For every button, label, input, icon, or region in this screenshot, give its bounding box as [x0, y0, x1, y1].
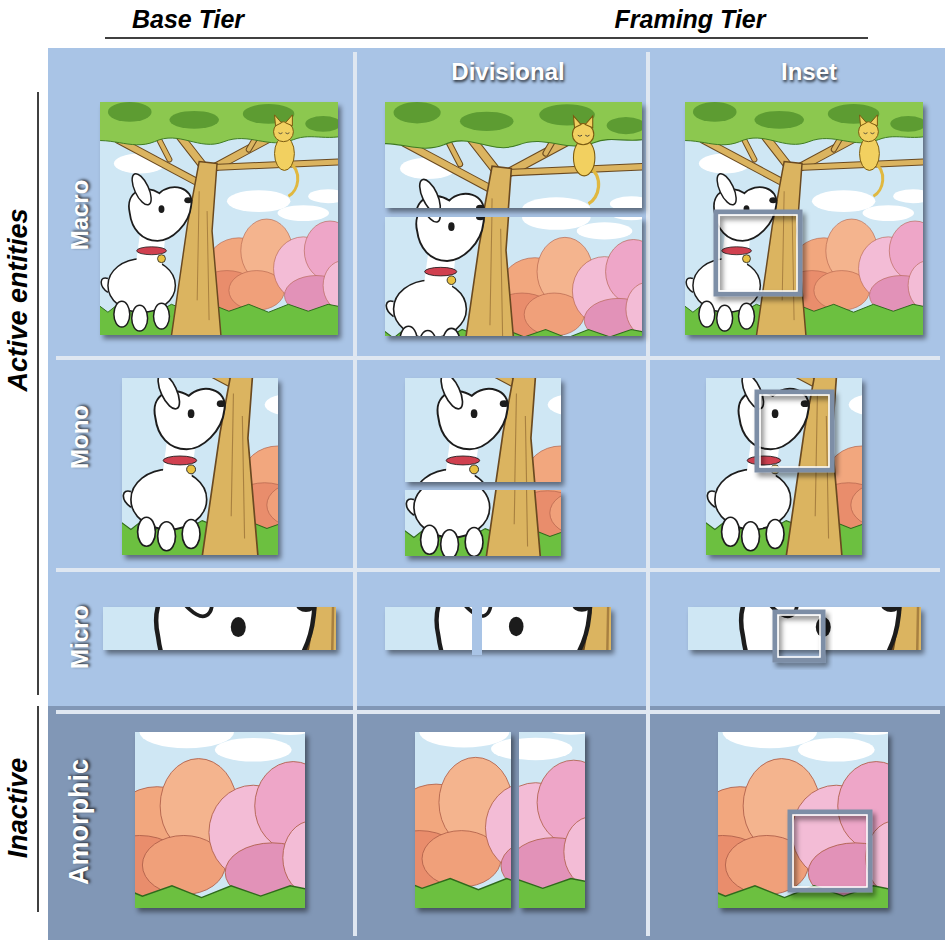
comic-panel	[364, 90, 669, 384]
grid-line	[56, 356, 940, 360]
comic-panel	[219, 563, 620, 940]
comic-panel	[0, 555, 342, 940]
column-heading: Inset	[781, 59, 837, 85]
group-label: Inactive	[4, 758, 34, 859]
bracket-rule	[37, 706, 39, 912]
row-label: Macro	[67, 180, 93, 251]
inset-frame	[775, 612, 823, 660]
tier-heading: Base Tier	[132, 6, 244, 34]
group-label: Active entities	[4, 208, 34, 391]
row-label: Micro	[67, 605, 93, 669]
grid-line	[646, 52, 650, 936]
gutter	[472, 603, 482, 655]
row-label: Amorphic	[65, 759, 95, 885]
grid-line	[56, 710, 940, 714]
inset-frame	[757, 392, 832, 470]
grid-line	[353, 52, 357, 936]
comic-panel	[80, 82, 363, 355]
comic-panel	[665, 82, 945, 355]
comic-panel	[684, 271, 945, 577]
inset-frame	[716, 212, 800, 294]
comic-panel	[504, 555, 925, 940]
inset-frame	[790, 812, 870, 890]
column-heading: Divisional	[451, 59, 564, 85]
bracket-rule	[37, 92, 39, 695]
comic-panel	[383, 279, 701, 585]
bracket-rule	[105, 37, 868, 39]
tier-heading: Framing Tier	[615, 6, 766, 34]
row-label: Mono	[67, 405, 93, 469]
comic-panel	[100, 271, 418, 577]
grid-line	[56, 568, 940, 572]
